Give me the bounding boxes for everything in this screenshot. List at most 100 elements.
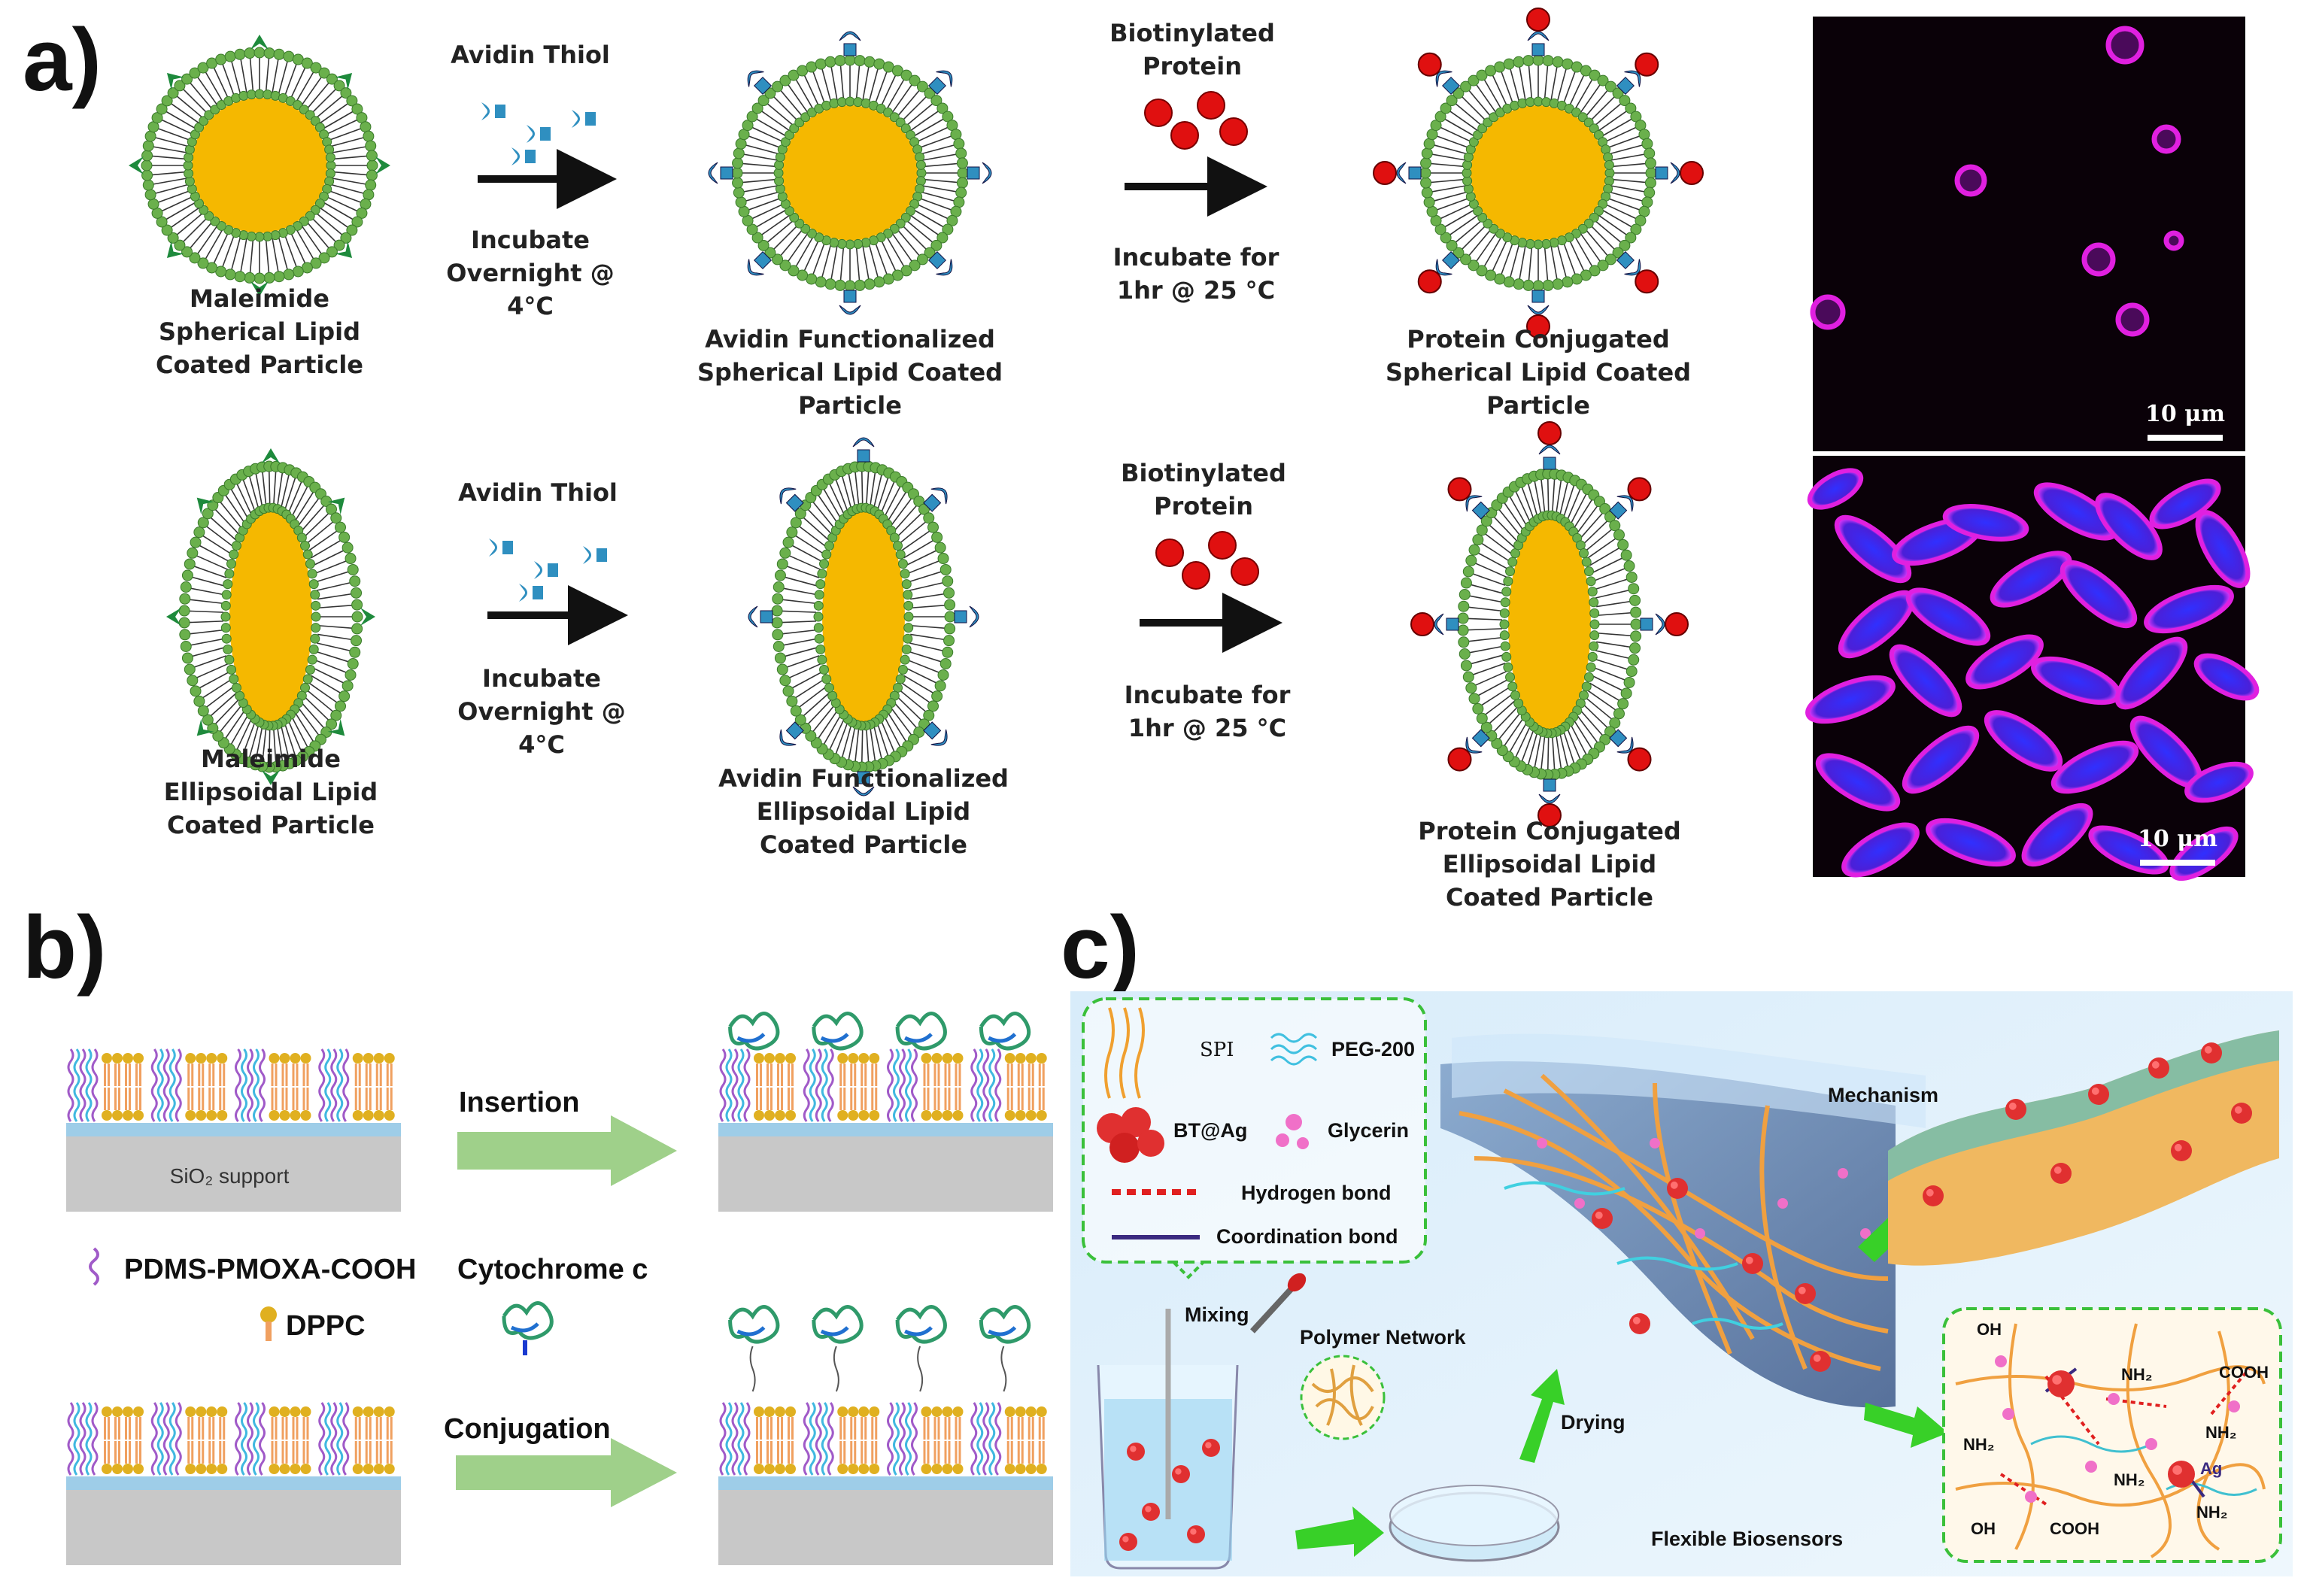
btag-highlight bbox=[1632, 1316, 1641, 1324]
lipid-head bbox=[1552, 56, 1564, 68]
lipid-head bbox=[757, 95, 769, 107]
avidin-icon bbox=[927, 250, 946, 269]
lipid-head bbox=[224, 569, 235, 579]
lipid-tail bbox=[781, 587, 818, 596]
peg-icon bbox=[1270, 1033, 1318, 1066]
lipid-head bbox=[185, 1053, 196, 1063]
lipid-tail bbox=[181, 87, 208, 114]
lipid-head bbox=[338, 690, 351, 702]
lipid-head bbox=[794, 508, 806, 520]
lipid-tail bbox=[1580, 83, 1602, 114]
lipid-head bbox=[1036, 1464, 1047, 1474]
dish-to-sheet-arrow bbox=[1519, 1369, 1565, 1463]
lipid-tail bbox=[1500, 241, 1514, 276]
lipid-head bbox=[939, 658, 952, 670]
lipid-head bbox=[771, 605, 783, 617]
lipid-head bbox=[882, 273, 894, 285]
lipid-tail bbox=[913, 209, 946, 229]
btag-core bbox=[1127, 1443, 1145, 1461]
polymer-strand bbox=[994, 1048, 1002, 1122]
lipid-head bbox=[789, 212, 800, 223]
avidin-cup bbox=[583, 546, 591, 564]
maleimide-icon bbox=[335, 72, 353, 90]
lipid-head bbox=[844, 280, 856, 292]
lipid-head bbox=[224, 50, 236, 62]
lipid-head bbox=[1423, 138, 1435, 150]
lipid-tail bbox=[198, 1063, 201, 1086]
polymer-strand bbox=[235, 1402, 241, 1476]
lipid-tail bbox=[1534, 733, 1542, 769]
lipid-tail bbox=[296, 70, 315, 102]
btag-particle bbox=[1667, 1178, 1688, 1199]
polymer-strand bbox=[253, 1048, 260, 1122]
lipid-tail bbox=[188, 587, 225, 596]
lipid-head bbox=[942, 1406, 953, 1417]
lipid-head bbox=[1623, 560, 1635, 572]
cyt-helix bbox=[904, 1033, 933, 1043]
maleimide-icon bbox=[375, 156, 390, 174]
lipid-head bbox=[1629, 594, 1641, 606]
lipid-head bbox=[916, 80, 928, 93]
lipid-head bbox=[1625, 232, 1637, 244]
lipid-tail bbox=[1500, 70, 1514, 105]
lipid-head bbox=[1571, 108, 1582, 118]
avidin-icon bbox=[923, 493, 942, 512]
lipid-head bbox=[1586, 576, 1596, 587]
lipid-tail bbox=[297, 497, 320, 526]
lipid-tail bbox=[108, 1417, 110, 1440]
lipid-head bbox=[308, 579, 319, 590]
fluorescent-sphere bbox=[2151, 124, 2181, 154]
lipid-tail bbox=[830, 245, 838, 281]
lipid-tail bbox=[948, 1088, 951, 1110]
r1-step2-cond-1: Incubate for bbox=[1113, 243, 1279, 272]
lipid-head bbox=[269, 1053, 280, 1063]
substrate bbox=[66, 1490, 401, 1565]
cyt-helix bbox=[736, 1326, 766, 1337]
avidin-icon bbox=[1531, 290, 1545, 303]
lipid-tail bbox=[1594, 102, 1622, 126]
lipid-head bbox=[184, 663, 196, 675]
r2-particle2-label-3: Coated Particle bbox=[760, 830, 967, 859]
lipid-head bbox=[915, 159, 926, 170]
lipid-head bbox=[956, 177, 968, 189]
lipid-head bbox=[785, 1053, 796, 1063]
lipid-tail bbox=[201, 678, 232, 699]
lipid-tail bbox=[779, 610, 817, 613]
lipid-tail bbox=[901, 224, 928, 251]
lipid-head bbox=[815, 579, 826, 590]
lipid-tail bbox=[1017, 1417, 1020, 1440]
lipid-tail bbox=[278, 59, 289, 95]
lipid-head bbox=[360, 121, 372, 133]
lipid-head bbox=[216, 220, 226, 231]
lipid-head bbox=[815, 58, 827, 70]
lipid-tail bbox=[910, 633, 947, 641]
btag-particle bbox=[2201, 1042, 2222, 1063]
lipid-head bbox=[1617, 539, 1629, 551]
lipid-head bbox=[944, 599, 956, 611]
lipid-head bbox=[834, 55, 846, 67]
lipid-head bbox=[1583, 672, 1594, 682]
lipid-head bbox=[915, 176, 926, 187]
lipid-tail bbox=[875, 1088, 878, 1110]
btag-particle bbox=[2231, 1103, 2252, 1124]
polymer-network-icon bbox=[1300, 1355, 1386, 1440]
lipid-head bbox=[1620, 549, 1632, 561]
lipid-head bbox=[181, 569, 193, 581]
lipid-tail bbox=[948, 1441, 951, 1464]
lipid-tail bbox=[1428, 178, 1465, 184]
lipid-tail bbox=[262, 471, 267, 506]
lipid-tail bbox=[1604, 126, 1638, 143]
lipid-tail bbox=[317, 593, 354, 600]
avidin-cup-icon bbox=[852, 437, 875, 448]
avidin-icon bbox=[1543, 778, 1556, 792]
lipid-tail bbox=[204, 70, 223, 102]
lipid-head bbox=[950, 129, 962, 141]
lipid-head bbox=[1644, 187, 1656, 199]
lipid-head bbox=[102, 1406, 112, 1417]
lipid-head bbox=[844, 54, 856, 66]
lipid-tail bbox=[1432, 191, 1468, 202]
lipid-tail bbox=[202, 1441, 205, 1464]
lipid-head bbox=[775, 1053, 785, 1063]
lipid-tail bbox=[221, 234, 235, 269]
lipid-head bbox=[310, 257, 322, 269]
